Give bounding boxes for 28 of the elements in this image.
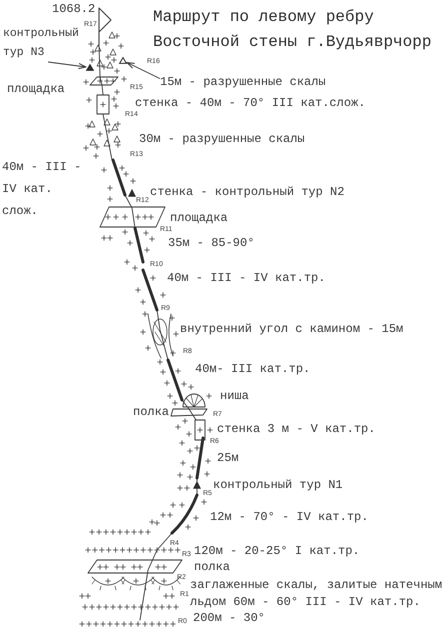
feature-label: площадка [170,212,228,225]
leader-arrow [48,62,86,70]
pitch-note: стенка 3 м - V кат.тр. [217,423,376,436]
diagram-title: Маршрут по левому ребру Восточной стены г.Вудьяврчорр [153,7,432,53]
feature-label: ниша [220,390,249,403]
triangle-icon [86,64,94,71]
pitch-note: стенка - 40м - 70° III кат.слож. [135,97,366,110]
feature-label: полка [133,406,170,419]
pitch-note: заглаженные скалы, залитые натечным льдом 60м - 60° III - IV кат.тр. [190,577,444,611]
pitch-note: контрольный тур N1 [213,479,343,492]
pitch-note: 120м - 20-25° I кат.тр. [194,545,360,558]
pitch-note: 35м - 85-90° [168,237,254,250]
pitch-note: 40м- III кат.тр. [195,363,310,376]
callout-text: контрольный тур N3 [3,24,85,62]
pitch-note: 30м - разрушенные скалы [139,133,305,146]
leader-arrow [126,62,160,80]
feature-label: площадка [7,83,65,96]
pitch-note: 40м - III - IV кат. слож. [2,159,82,220]
callout-text: 15м - разрушенные скалы [160,76,326,89]
feature-label: полка [194,561,230,574]
pitch-note: 200м - 30° [193,612,266,625]
pitch-note: внутренний угол с камином - 15м [180,323,404,336]
pitch-note: 12м - 70° - IV кат.тр. [210,511,368,524]
pitch-note: стенка - контрольный тур N2 [150,186,344,199]
pitch-note: 40м - III - IV кат.тр. [167,272,326,285]
triangle-icon [119,57,127,64]
elevation-label: 1068.2 [52,3,96,16]
pitch-note: 25м [217,452,239,465]
